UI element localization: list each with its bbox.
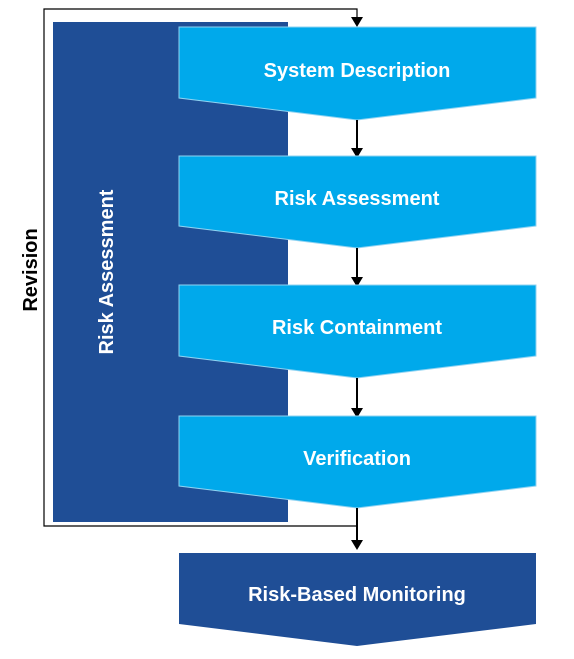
step-label: Risk Containment <box>272 317 442 339</box>
step-shape <box>178 415 537 509</box>
step-risk-based-monitoring[interactable]: Risk-Based Monitoring <box>179 553 536 646</box>
step-label: System Description <box>264 60 451 82</box>
flow-arrowhead <box>351 148 363 158</box>
step-shape <box>178 26 537 121</box>
step-risk-assessment[interactable]: Risk Assessment <box>178 155 537 249</box>
step-shape <box>178 155 537 249</box>
revision-loop-arrowhead <box>351 17 363 27</box>
step-label: Verification <box>303 448 411 470</box>
step-verification[interactable]: Verification <box>178 415 537 509</box>
step-system-description[interactable]: System Description <box>178 26 537 121</box>
flow-arrowhead <box>351 277 363 287</box>
flow-arrowhead <box>351 408 363 418</box>
risk-assessment-panel-label: Risk Assessment <box>96 189 118 354</box>
step-label: Risk Assessment <box>275 188 440 210</box>
step-shape <box>178 284 537 379</box>
revision-label: Revision <box>20 228 42 311</box>
step-risk-containment[interactable]: Risk Containment <box>178 284 537 379</box>
flow-arrowhead <box>351 540 363 550</box>
step-label: Risk-Based Monitoring <box>248 584 466 606</box>
step-shape <box>179 553 536 646</box>
